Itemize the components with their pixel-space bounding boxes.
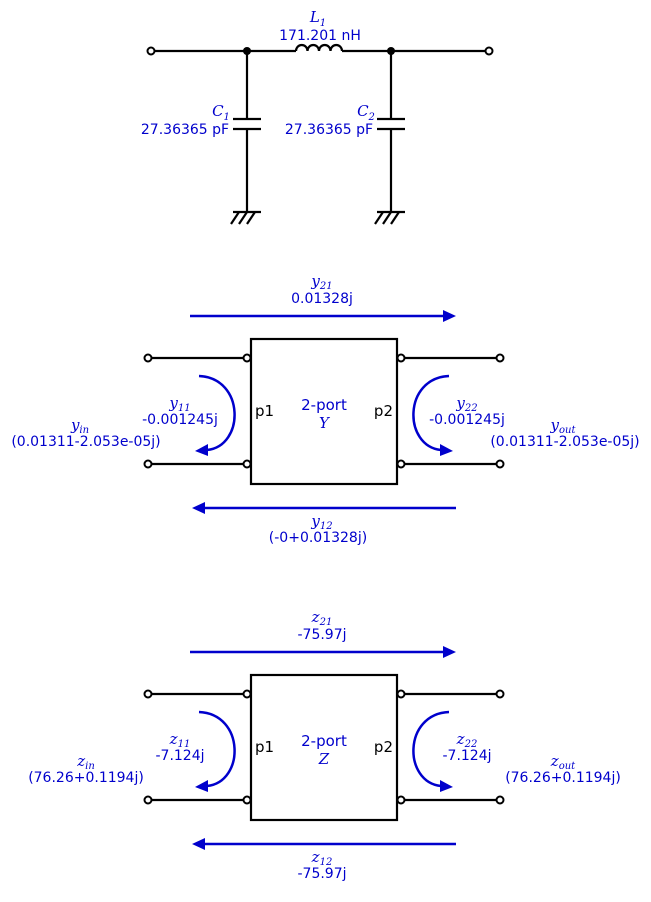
yin-value: (0.01311-2.053e-05j) — [11, 434, 160, 450]
z11-symbol: z11 — [169, 730, 191, 750]
terminal — [143, 689, 153, 699]
port-terminal — [242, 353, 252, 363]
ground-icon — [230, 210, 261, 225]
zout-symbol: zout — [550, 752, 576, 772]
port-terminal — [396, 459, 406, 469]
y22-symbol: y22 — [455, 394, 477, 414]
y21-symbol: y21 — [310, 272, 332, 292]
y11-symbol: y11 — [168, 394, 190, 414]
arrow-left-icon — [192, 838, 205, 850]
z21-symbol: z21 — [311, 608, 333, 628]
terminal — [495, 459, 505, 469]
terminal — [143, 795, 153, 805]
y22-value: -0.001245j — [429, 412, 505, 428]
z21-value: -75.97j — [297, 627, 346, 643]
arrow-left-icon — [195, 444, 208, 456]
two-port-label: 2-port — [301, 732, 347, 750]
y12-symbol: y12 — [310, 512, 332, 532]
port2-label: p2 — [374, 402, 393, 420]
z12-value: -75.97j — [297, 866, 346, 882]
port-terminal — [242, 459, 252, 469]
c2-value: 27.36365 pF — [285, 122, 373, 138]
c1-symbol: C1 — [212, 102, 230, 123]
arrow-right-icon — [443, 646, 456, 658]
c1-value: 27.36365 pF — [141, 122, 229, 138]
z11-arrow — [198, 710, 236, 788]
terminal — [495, 353, 505, 363]
ground-icon — [374, 210, 405, 225]
zin-symbol: zin — [76, 752, 95, 772]
two-port-label: 2-port — [301, 396, 347, 414]
zout-value: (76.26+0.1194j) — [505, 770, 621, 786]
z22-value: -7.124j — [442, 748, 491, 764]
arrow-left-icon — [195, 780, 208, 792]
y-two-port-box — [249, 337, 399, 486]
z22-symbol: z22 — [456, 730, 478, 750]
terminal — [495, 795, 505, 805]
terminal — [143, 353, 153, 363]
inductor-l1 — [294, 43, 344, 52]
arrow-right-icon — [443, 310, 456, 322]
port-terminal — [242, 795, 252, 805]
y-parameter-block: y21 0.01328j p1 p2 2-port Y y11 -0.00124… — [11, 272, 639, 546]
port1-label: p1 — [255, 738, 274, 756]
arrow-left-icon — [192, 502, 205, 514]
terminal — [495, 689, 505, 699]
c2-symbol: C2 — [357, 102, 375, 123]
zin-value: (76.26+0.1194j) — [28, 770, 144, 786]
y12-value: (-0+0.01328j) — [269, 530, 367, 546]
pi-filter-circuit: L1 171.201 nH C1 27.36365 pF C2 27.36365… — [141, 8, 494, 225]
matrix-type: Y — [319, 414, 331, 432]
port-terminal — [396, 795, 406, 805]
port-terminal — [242, 689, 252, 699]
port1-label: p1 — [255, 402, 274, 420]
l1-value: 171.201 nH — [279, 28, 361, 44]
arrow-right-icon — [440, 780, 453, 792]
y21-value: 0.01328j — [291, 291, 353, 307]
y11-arrow — [198, 374, 236, 452]
output-terminal — [484, 46, 494, 56]
z22-arrow — [412, 710, 450, 788]
yout-value: (0.01311-2.053e-05j) — [490, 434, 639, 450]
z11-value: -7.124j — [155, 748, 204, 764]
y11-value: -0.001245j — [142, 412, 218, 428]
yin-symbol: yin — [70, 416, 89, 436]
z-two-port-box — [249, 673, 399, 822]
port-terminal — [396, 353, 406, 363]
arrow-right-icon — [440, 444, 453, 456]
terminal — [143, 459, 153, 469]
matrix-type: Z — [318, 750, 330, 768]
port-terminal — [396, 689, 406, 699]
input-terminal — [146, 46, 156, 56]
y22-arrow — [412, 374, 450, 452]
z12-symbol: z12 — [311, 848, 333, 868]
l1-symbol: L1 — [309, 8, 326, 29]
port2-label: p2 — [374, 738, 393, 756]
yout-symbol: yout — [550, 416, 577, 436]
z-parameter-block: z21 -75.97j p1 p2 2-port Z z11 -7.124j z… — [28, 608, 621, 882]
